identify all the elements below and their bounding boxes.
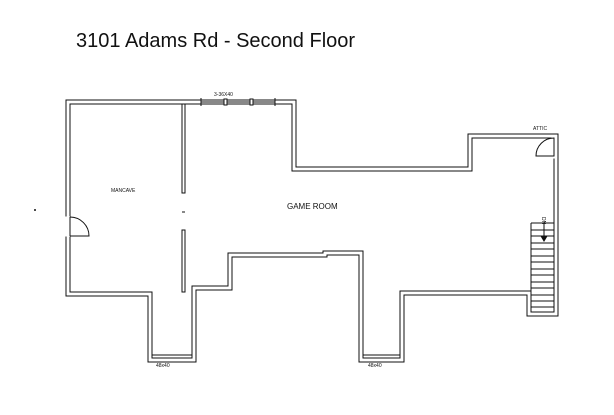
- exterior-wall-inner: [69, 103, 555, 359]
- partition-wall-lower: [181, 229, 186, 293]
- stair-direction-label: DN: [540, 217, 546, 225]
- exterior-wall-outer: [65, 99, 559, 363]
- game-room-label: GAME ROOM: [287, 202, 338, 211]
- stairs: [530, 222, 554, 312]
- left-door-swing: [69, 216, 90, 237]
- window-label: 3-36X40: [214, 92, 233, 98]
- right-bay-label: 48x40: [368, 363, 382, 369]
- stair-arrowhead: [540, 235, 548, 242]
- attic-door-swing: [535, 137, 555, 157]
- window-sash-2: [249, 98, 254, 106]
- window-sash-1: [223, 98, 228, 106]
- left-bay-label: 48x40: [156, 363, 170, 369]
- attic-label: ATTIC: [533, 126, 547, 132]
- page-title: 3101 Adams Rd - Second Floor: [76, 30, 356, 52]
- reference-dot: [34, 209, 36, 211]
- mancave-label: MANCAVE: [111, 188, 136, 194]
- partition-wall-upper: [181, 103, 186, 194]
